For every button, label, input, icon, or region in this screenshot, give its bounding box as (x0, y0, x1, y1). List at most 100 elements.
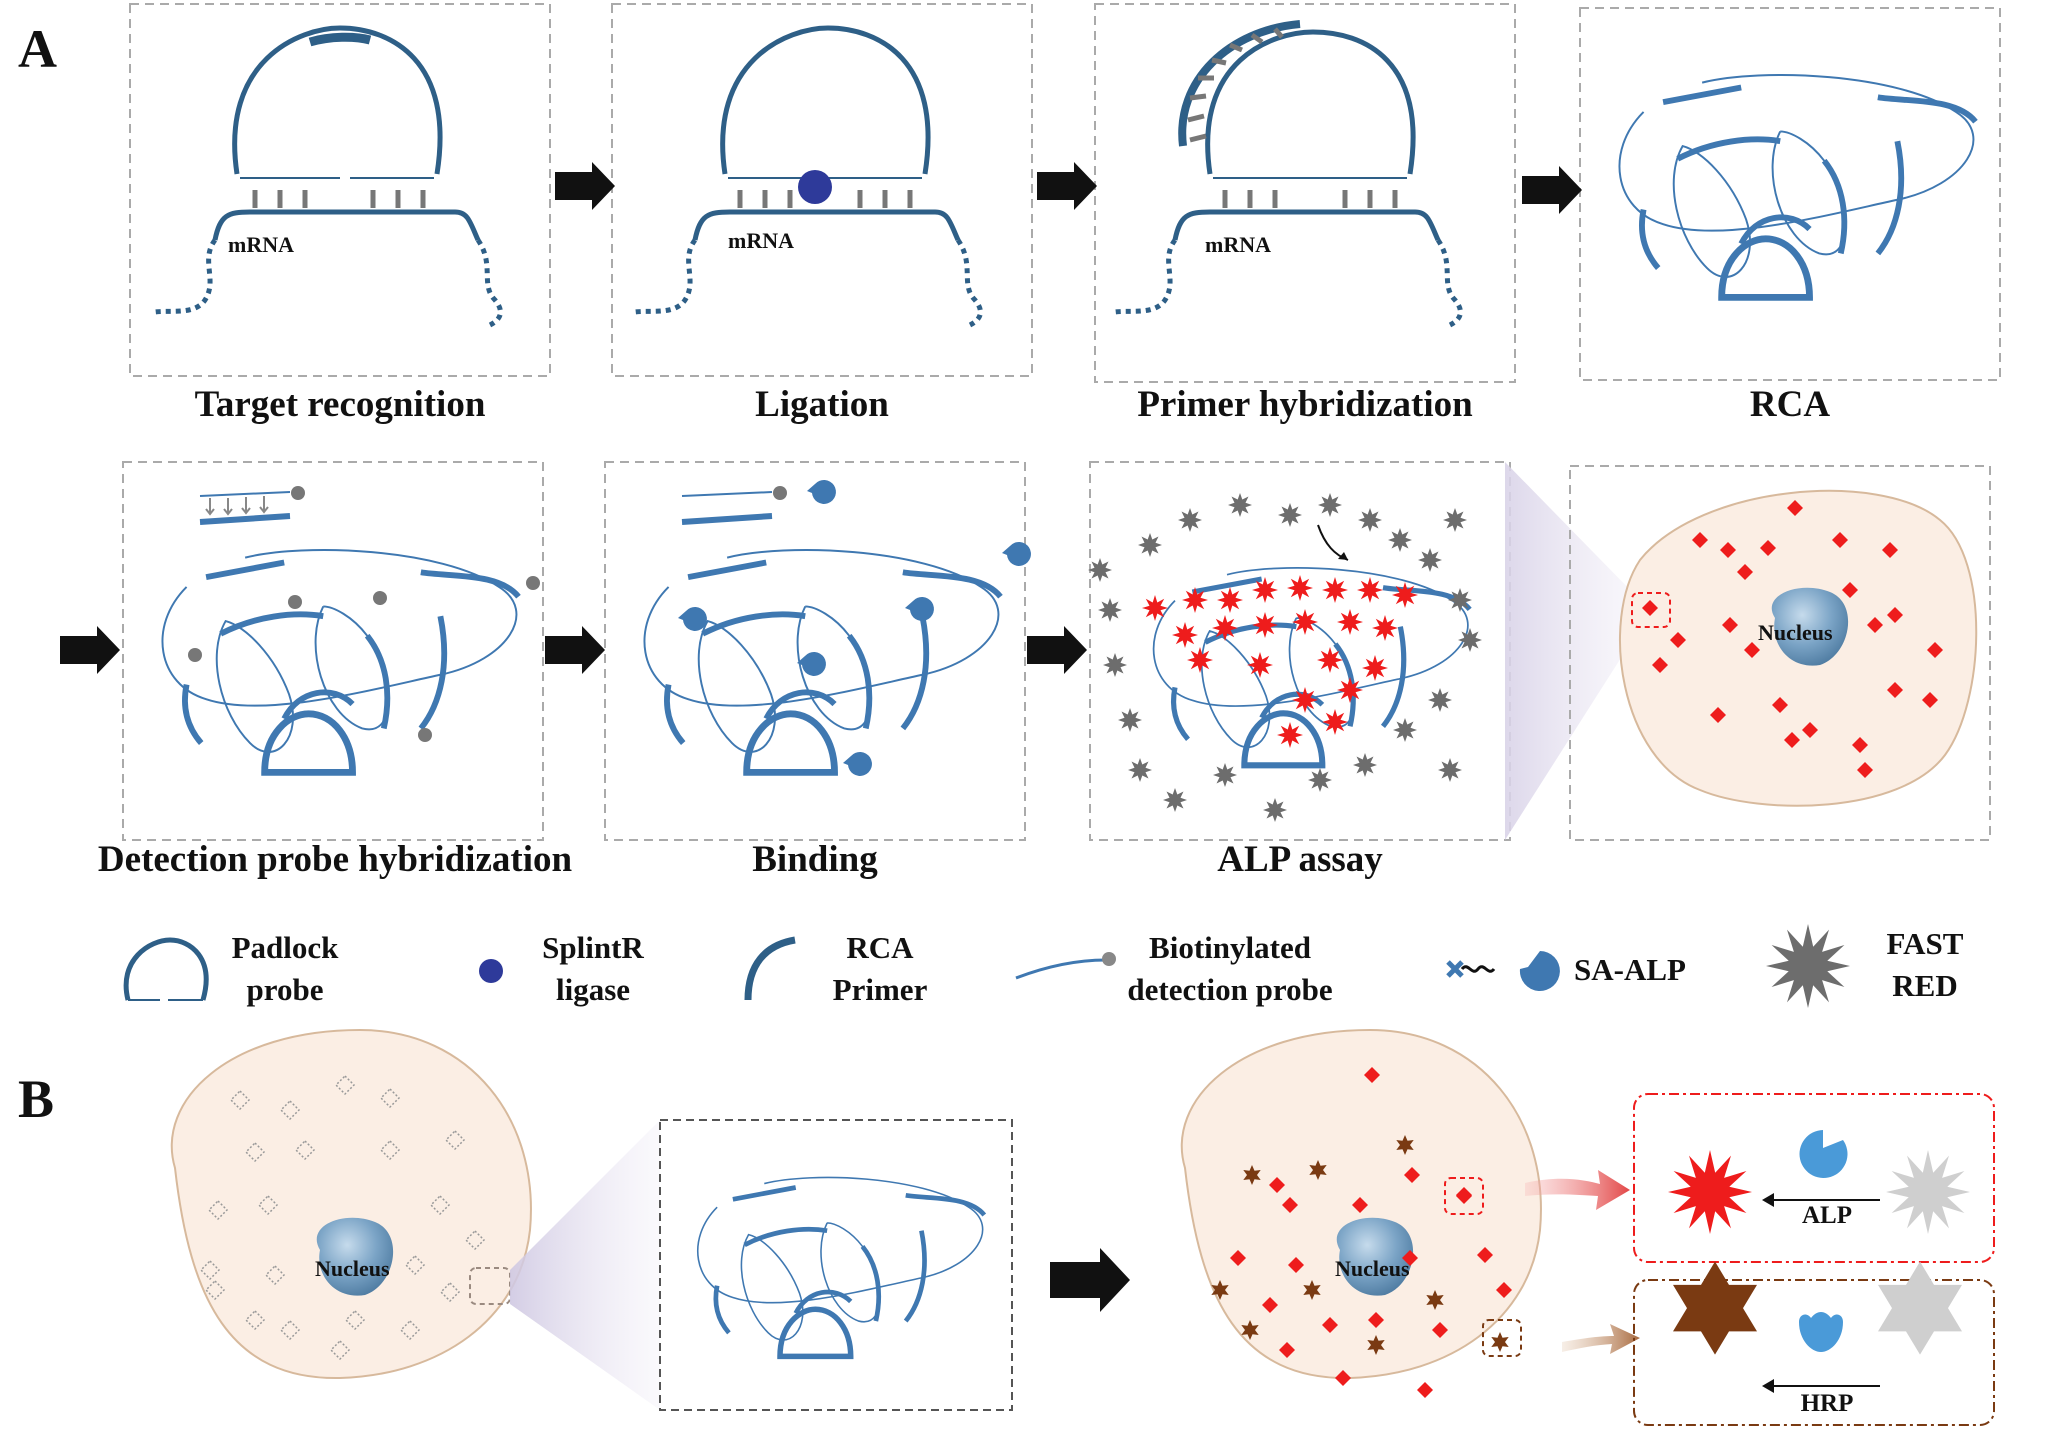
empty-site (444, 1129, 466, 1151)
red-signal (1335, 1370, 1351, 1386)
sa-alp-enzyme (807, 479, 836, 504)
empty-site (294, 1139, 316, 1161)
padlock-probe-icon (123, 937, 209, 1001)
legend-icons (123, 924, 1850, 1008)
zoom-box (1444, 1177, 1484, 1215)
fast-red-substrate (1358, 508, 1382, 532)
fast-red-precipitate (1277, 722, 1303, 748)
zoom-fan (1505, 462, 1640, 840)
red-signal (1784, 732, 1800, 748)
red-signal (1927, 642, 1943, 658)
red-signal (1670, 632, 1686, 648)
red-signal (1269, 1177, 1285, 1193)
fast-red-substrate-group (1088, 493, 1482, 822)
red-signal (1692, 532, 1708, 548)
brown-signal (1491, 1332, 1509, 1352)
empty-site (199, 1259, 221, 1281)
empty-site (257, 1194, 279, 1216)
gray-hrp-substrate-star (1878, 1261, 1962, 1355)
zoom-box (1482, 1319, 1522, 1357)
red-callout-arrow (1525, 1170, 1630, 1210)
fast-red-precipitate (1322, 577, 1348, 603)
panel-frame (1094, 3, 1516, 383)
legend-ligase-line2: ligase (555, 972, 631, 1007)
fast-red-precipitate (1247, 652, 1273, 678)
nucleus (1771, 587, 1849, 666)
fast-red-precipitate (1287, 575, 1313, 601)
rca-zoom-box (659, 1119, 1013, 1411)
brown-product-star (1673, 1261, 1757, 1355)
brown-signal (1303, 1280, 1321, 1300)
sa-alp-enzyme (843, 751, 872, 776)
sa-alp-icon (1446, 951, 1560, 991)
fast-red-precipitate (1142, 595, 1168, 621)
red-signal (1352, 1197, 1368, 1213)
red-signal (1842, 582, 1858, 598)
fast-red-substrate (1098, 598, 1122, 622)
empty-site (207, 1199, 229, 1221)
rca-product (1619, 75, 1975, 297)
nucleus (1336, 1217, 1414, 1296)
legend-biotinylated-line1: Biotinylated (1149, 930, 1311, 965)
legend-fast-line1: FAST (1886, 926, 1964, 961)
red-signal (1802, 722, 1818, 738)
legend-fast-line2: RED (1892, 968, 1958, 1003)
mrna-label: mRNA (228, 232, 294, 257)
fast-red-substrate (1138, 533, 1162, 557)
fast-red-substrate (1418, 548, 1442, 572)
empty-site (404, 1254, 426, 1276)
empty-site (244, 1141, 266, 1163)
red-signal (1744, 642, 1760, 658)
fast-red-substrate (1228, 493, 1252, 517)
red-signal (1720, 542, 1736, 558)
brown-signal (1426, 1290, 1444, 1310)
red-signal (1364, 1067, 1380, 1083)
red-signal (1887, 682, 1903, 698)
flow-arrow (1050, 1248, 1130, 1312)
caption-target-recognition: Target recognition (194, 384, 486, 425)
fast-red-precipitate (1372, 615, 1398, 641)
step-primer-hybridization (1094, 3, 1516, 383)
fast-red-substrate (1393, 718, 1417, 742)
brown-signal (1243, 1165, 1261, 1185)
empty-site (464, 1229, 486, 1251)
fast-red-precipitate (1252, 577, 1278, 603)
red-signal (1456, 1188, 1472, 1204)
fast-red-substrate (1118, 708, 1142, 732)
red-signal (1279, 1342, 1295, 1358)
red-signal (1368, 1312, 1384, 1328)
mrna-label: mRNA (728, 228, 794, 253)
nucleus-label: Nucleus (1335, 1256, 1410, 1281)
fast-red-precipitate (1322, 709, 1348, 735)
nucleus-label: Nucleus (1758, 620, 1833, 645)
fast-red-star (1766, 924, 1850, 1008)
sa-alp-enzyme (797, 651, 826, 676)
fast-red-substrate (1178, 508, 1202, 532)
flow-arrow (60, 626, 120, 674)
empty-site (229, 1089, 251, 1111)
empty-site (279, 1319, 301, 1341)
caption-rca: RCA (1749, 384, 1831, 425)
fast-red-substrate (1213, 763, 1237, 787)
fast-red-precipitate (1337, 609, 1363, 635)
step-rca (1579, 7, 2001, 381)
brown-signal (1396, 1135, 1414, 1155)
cell-body (170, 1028, 532, 1380)
red-signal-group (1230, 1067, 1512, 1398)
step-target-recognition (129, 3, 551, 377)
legend-padlock-line2: probe (246, 972, 324, 1007)
legend-primer-line1: RCA (846, 930, 914, 965)
empty-site (439, 1281, 461, 1303)
mrna-strand (212, 209, 481, 242)
fast-red-substrate (1318, 493, 1342, 517)
empty-site (334, 1074, 356, 1096)
rca-primer-icon (744, 936, 796, 1001)
fast-red-substrate (1103, 653, 1127, 677)
gray-substrate-star (1886, 1150, 1970, 1234)
red-signal (1832, 532, 1848, 548)
panel-frame (1579, 7, 2001, 381)
fast-red-substrate (1388, 528, 1412, 552)
fast-red-substrate (1443, 508, 1467, 532)
nucleus-label: Nucleus (315, 1256, 390, 1281)
panel-frame (1569, 465, 1991, 841)
